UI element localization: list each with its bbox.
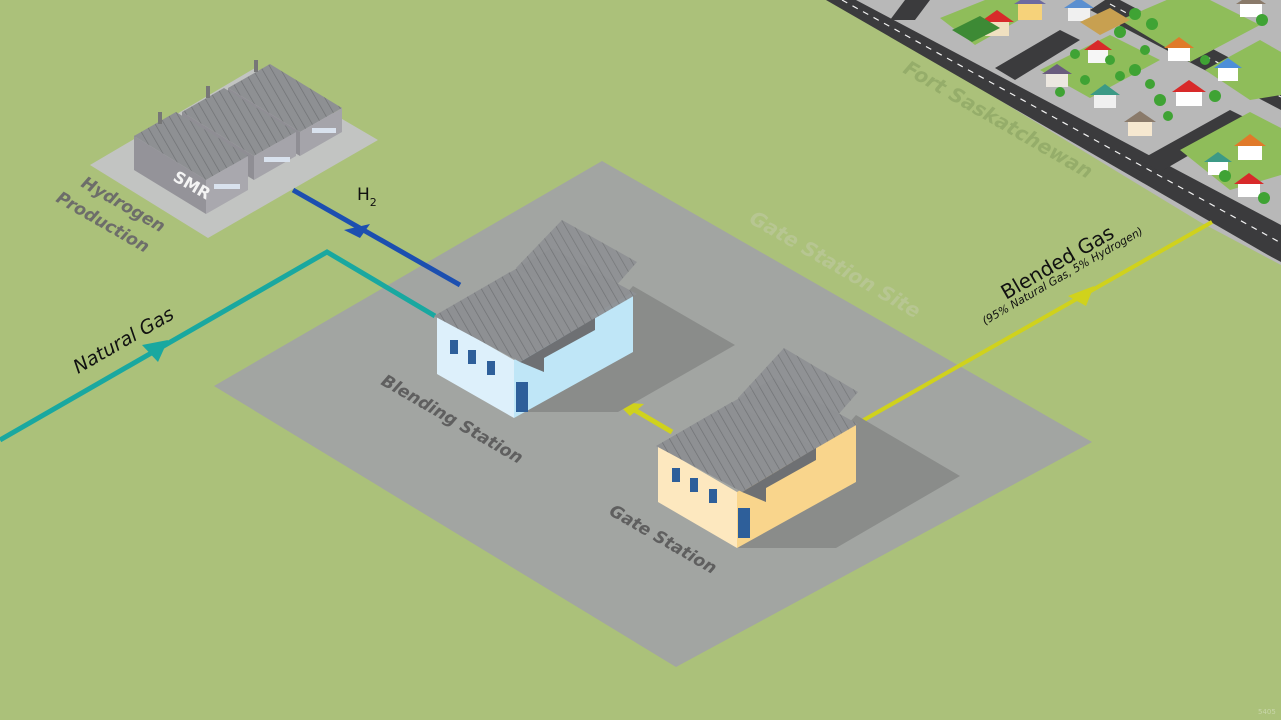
- blended-gas-flow-arrow: [1068, 286, 1094, 306]
- h2-label-main: H: [357, 185, 370, 205]
- hydrogen-pipe: [291, 187, 462, 288]
- gate-station-site-pad: [214, 161, 1092, 667]
- blending-station-building: [434, 220, 735, 418]
- natural-gas-flow-arrow: [142, 340, 168, 362]
- h2-label-subscript: 2: [370, 196, 377, 209]
- tree-icon: [1055, 8, 1270, 204]
- hydrogen-production-plant: SMR Hydrogen Production: [53, 60, 378, 257]
- factory-icon: SMR: [134, 60, 342, 214]
- blended-gas-pipe: [854, 220, 1213, 427]
- footer-code: 5405: [1258, 708, 1276, 716]
- hydrogen-flow-arrow: [344, 224, 370, 238]
- gate-station-building: [656, 348, 960, 548]
- h2-label: H2: [357, 185, 377, 209]
- natural-gas-pipe: [0, 249, 437, 443]
- house-icon: [980, 0, 1266, 197]
